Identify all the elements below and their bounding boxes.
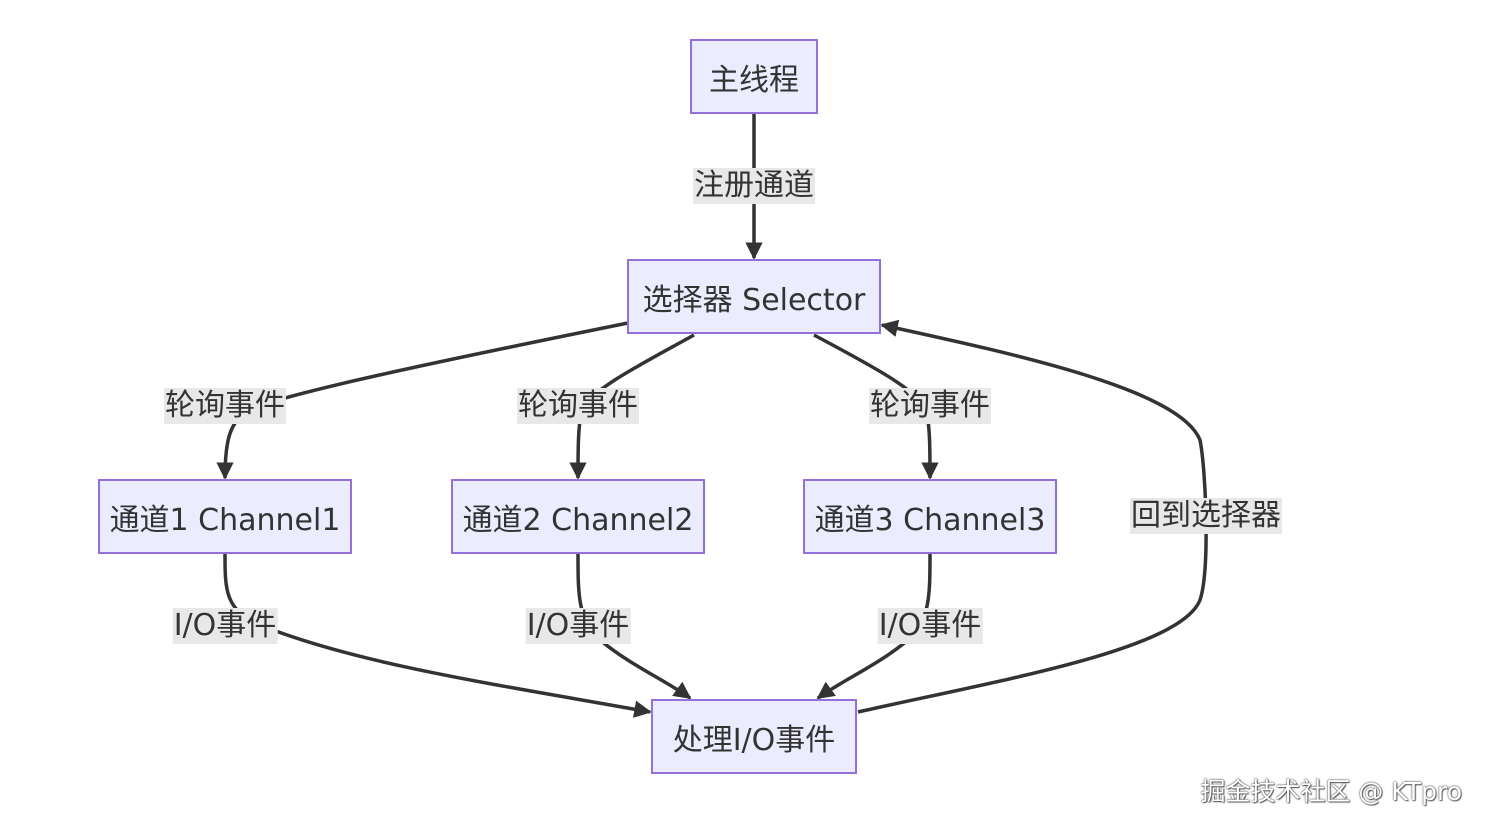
- node-main-thread: 主线程: [690, 39, 818, 114]
- edge-label-back-to-selector: 回到选择器: [1130, 498, 1282, 534]
- node-channel1: 通道1 Channel1: [98, 479, 352, 554]
- edge-label-poll2: 轮询事件: [517, 388, 639, 424]
- node-channel3: 通道3 Channel3: [803, 479, 1057, 554]
- node-selector: 选择器 Selector: [627, 259, 881, 334]
- edge-label-io3: I/O事件: [877, 608, 983, 644]
- edge-label-poll1: 轮询事件: [164, 388, 286, 424]
- watermark: 掘金技术社区 @ KTpro: [1200, 777, 1462, 806]
- edge-label-io1: I/O事件: [172, 608, 278, 644]
- edge-io-channel1: [223, 553, 652, 718]
- node-process-io: 处理I/O事件: [651, 699, 857, 774]
- edge-label-register: 注册通道: [693, 168, 815, 204]
- edge-label-io2: I/O事件: [525, 608, 631, 644]
- edge-poll-channel1: [216, 321, 629, 480]
- edge-label-poll3: 轮询事件: [869, 388, 991, 424]
- node-channel2: 通道2 Channel2: [451, 479, 705, 554]
